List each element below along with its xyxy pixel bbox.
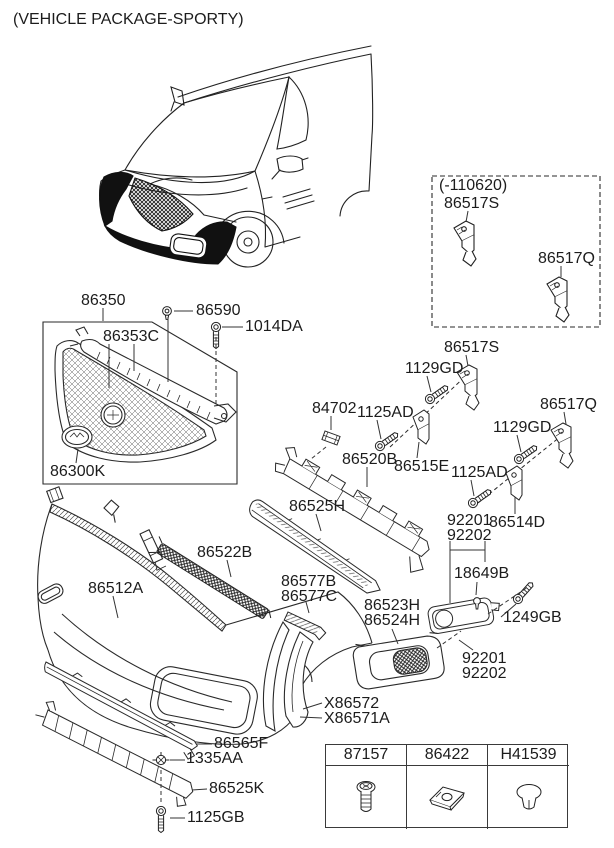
bumper-lower-molding-drawing <box>44 661 199 760</box>
torx-screw-icon <box>326 766 407 829</box>
revision-box <box>431 175 601 328</box>
callout-86300k: 86300K <box>50 463 106 480</box>
grille-assembly-box <box>42 321 238 485</box>
callout-86520b: 86520B <box>342 451 398 468</box>
callout-92202-2: 92202 <box>462 665 507 682</box>
fog-cover-drawing <box>262 620 314 733</box>
callout-86512a: 86512A <box>88 580 144 597</box>
callout-92201-1: 92201 <box>447 512 492 529</box>
callout-86525k: 86525K <box>209 780 265 797</box>
fastener-table: 87157 86422 H41539 <box>325 744 569 829</box>
callout-92201-2: 92201 <box>462 650 507 667</box>
callout-86514d: 86514D <box>489 514 546 531</box>
lower-grille-strip-drawing <box>148 536 272 619</box>
callout-86577c: 86577C <box>281 588 338 605</box>
callout-1129gd-2: 1129GD <box>493 419 552 436</box>
fog-bezel-drawing <box>352 632 445 690</box>
lower-absorber-drawing <box>35 700 194 807</box>
callout-86517s-box: 86517S <box>444 195 500 212</box>
callout-1125ad-1: 1125AD <box>357 404 414 421</box>
callout-86517q: 86517Q <box>540 396 597 413</box>
fastener-col-h41539: H41539 <box>488 745 569 766</box>
callout-1129gd-1: 1129GD <box>405 360 464 377</box>
fastener-col-86422: 86422 <box>407 745 488 766</box>
bumper-upper-molding-drawing <box>249 499 381 594</box>
callout-86522b: 86522B <box>197 544 253 561</box>
callout-84702: 84702 <box>312 400 357 417</box>
callout-86577b: 86577B <box>281 573 337 590</box>
page-title: (VEHICLE PACKAGE-SPORTY) <box>13 11 244 28</box>
callout-1335aa: 1335AA <box>186 750 243 767</box>
push-grommet-icon <box>488 766 569 829</box>
callout-1125ad-2: 1125AD <box>451 464 508 481</box>
revision-note: (-110620) <box>439 177 508 194</box>
callout-x86572: X86572 <box>324 695 380 712</box>
callout-1249gb: 1249GB <box>503 609 562 626</box>
fastener-col-87157: 87157 <box>326 745 407 766</box>
vehicle-front-illustration <box>99 45 374 268</box>
assembly-dashed-lines <box>160 337 529 804</box>
screw-18649b-drawing <box>473 597 481 610</box>
bumper-cover-drawing <box>37 486 373 745</box>
side-support-drawing <box>283 611 327 641</box>
callout-86350: 86350 <box>81 292 126 309</box>
callout-92202-1: 92202 <box>447 527 492 544</box>
callout-86525h: 86525H <box>289 498 346 515</box>
small-fasteners <box>152 306 222 833</box>
callout-86353c: 86353C <box>103 328 160 345</box>
callout-86523h: 86523H <box>364 597 421 614</box>
spring-clip-icon <box>407 766 488 829</box>
callout-18649b: 18649B <box>454 565 510 582</box>
callout-86590: 86590 <box>196 302 241 319</box>
callout-86517q-box: 86517Q <box>538 250 595 267</box>
bracket-chains <box>321 364 574 606</box>
callout-86565f: 86565F <box>214 735 269 752</box>
callout-1125gb: 1125GB <box>187 809 245 826</box>
callout-86524h: 86524H <box>364 612 421 629</box>
callout-86517s: 86517S <box>444 339 500 356</box>
callout-x86571a: X86571A <box>324 710 390 727</box>
callout-86515e: 86515E <box>394 458 450 475</box>
callout-1014da: 1014DA <box>245 318 303 335</box>
energy-absorber-drawing <box>274 447 430 573</box>
leader-lines <box>75 210 567 819</box>
fog-lamp-unit-drawing <box>427 597 500 634</box>
